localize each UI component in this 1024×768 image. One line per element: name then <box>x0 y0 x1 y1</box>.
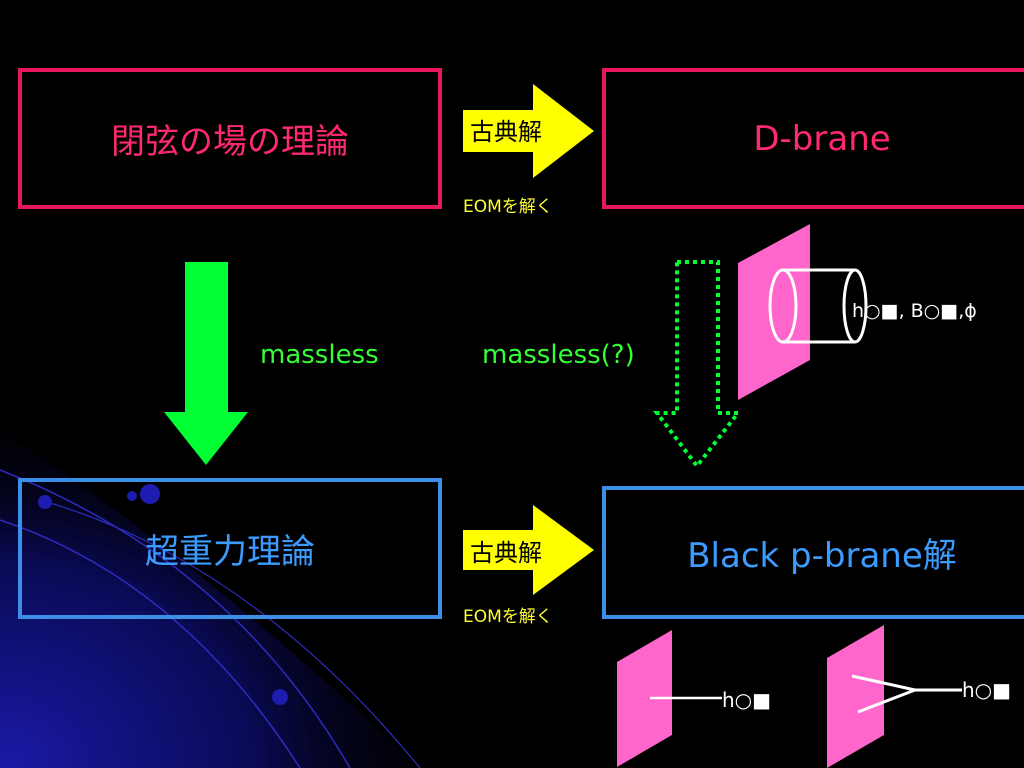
closed-string-field-theory-label: 閉弦の場の理論 <box>111 122 349 162</box>
massless-question-label: massless(?) <box>482 340 635 370</box>
brane-bottom-right <box>827 625 884 768</box>
massless-label: massless <box>260 340 379 370</box>
eom-label-bottom: EOMを解く <box>463 607 553 627</box>
brane-bottom-left <box>617 630 672 767</box>
closed-string-tube-front <box>842 268 868 344</box>
classical-arrow-bottom <box>463 505 594 595</box>
d-brane-box: D-brane <box>602 68 1024 209</box>
supergravity-box: 超重力理論 <box>18 478 442 619</box>
classical-solution-label-top: 古典解 <box>470 118 542 146</box>
field-label-top: h○■, B○■,ϕ <box>852 300 977 322</box>
black-p-brane-box: Black p-brane解 <box>602 486 1024 619</box>
classical-arrow-top <box>463 84 594 178</box>
supergravity-label: 超重力理論 <box>145 532 315 572</box>
field-label-bottom-left: h○■ <box>722 688 772 712</box>
d-brane-label: D-brane <box>753 118 891 159</box>
massless-question-arrow <box>652 260 743 470</box>
classical-solution-label-bottom: 古典解 <box>470 539 542 567</box>
massless-arrow <box>164 262 248 465</box>
brane-top <box>738 224 810 400</box>
eom-label-top: EOMを解く <box>463 197 553 217</box>
closed-string-field-theory-box: 閉弦の場の理論 <box>18 68 442 209</box>
black-p-brane-label: Black p-brane解 <box>687 536 957 576</box>
field-label-bottom-right: h○■ <box>962 678 1012 702</box>
